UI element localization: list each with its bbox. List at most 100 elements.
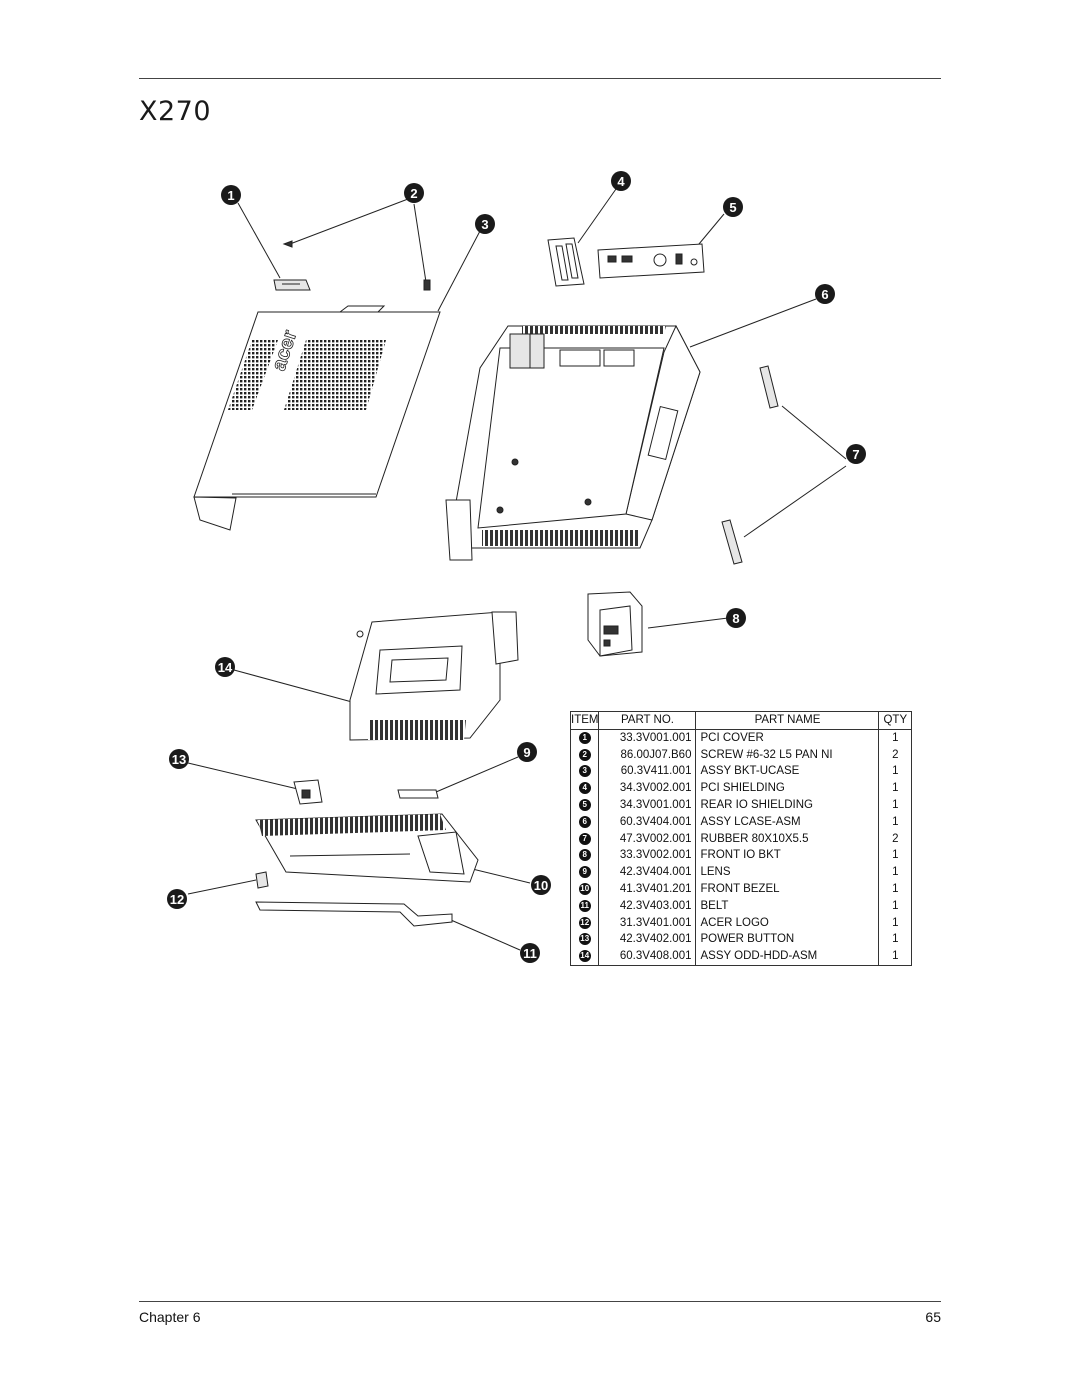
item-cell: 10 — [569, 880, 600, 898]
svg-text:11: 11 — [523, 946, 537, 961]
leader-lines — [187, 188, 847, 951]
part-name-cell: ASSY ODD-HDD-ASM — [695, 948, 880, 966]
item-number-badge: 5 — [578, 798, 591, 811]
callout-badges: 1 2 3 4 5 6 7 8 9 10 11 12 13 14 — [167, 171, 866, 963]
part-no-cell: 42.3V403.001 — [598, 897, 697, 915]
item-cell: 12 — [569, 914, 600, 932]
svg-text:6: 6 — [821, 287, 828, 302]
callout-8: 8 — [726, 608, 746, 628]
part-no-cell: 47.3V002.001 — [598, 830, 697, 848]
qty-cell: 1 — [878, 796, 913, 814]
part-no-cell: 86.00J07.B60 — [598, 746, 697, 764]
callout-9: 9 — [517, 742, 537, 762]
footer-rule — [139, 1301, 941, 1302]
acer-logo-text: acer — [268, 327, 302, 373]
svg-text:12: 12 — [170, 892, 184, 907]
qty-cell: 1 — [878, 847, 913, 865]
part-no-cell: 60.3V404.001 — [598, 813, 697, 831]
footer-page-number: 65 — [925, 1309, 941, 1325]
power-button-part — [293, 779, 323, 805]
item-number-badge: 1 — [578, 731, 591, 744]
part-no-cell: 42.3V404.001 — [598, 864, 697, 881]
item-number-badge: 4 — [578, 782, 591, 795]
qty-cell: 1 — [878, 914, 913, 932]
item-cell: 7 — [569, 830, 600, 848]
qty-cell: 1 — [878, 813, 913, 831]
qty-cell: 1 — [878, 763, 913, 781]
part-name-cell: RUBBER 80X10X5.5 — [695, 830, 880, 848]
qty-cell: 2 — [878, 830, 913, 848]
item-number-badge: 6 — [578, 815, 591, 828]
part-name-cell: FRONT IO BKT — [695, 847, 880, 865]
qty-cell: 2 — [878, 746, 913, 764]
upper-case-cover-part: acer — [193, 305, 441, 531]
lower-case-assembly-part — [445, 324, 701, 561]
front-bezel-part — [255, 813, 479, 883]
callout-5: 5 — [723, 197, 743, 217]
svg-text:9: 9 — [523, 745, 530, 760]
item-cell: 3 — [569, 763, 600, 781]
header-qty: QTY — [878, 711, 913, 730]
svg-text:10: 10 — [534, 878, 548, 893]
part-no-cell: 33.3V002.001 — [598, 847, 697, 865]
part-name-cell: PCI SHIELDING — [695, 780, 880, 797]
svg-text:5: 5 — [729, 200, 736, 215]
item-cell: 11 — [569, 897, 600, 915]
lens-part — [397, 789, 439, 799]
item-cell: 5 — [569, 796, 600, 814]
part-name-cell: ACER LOGO — [695, 914, 880, 932]
rubber-foot-part — [721, 365, 779, 565]
belt-part — [255, 901, 453, 927]
svg-text:4: 4 — [617, 174, 625, 189]
part-name-cell: PCI COVER — [695, 729, 880, 747]
part-name-cell: ASSY LCASE-ASM — [695, 813, 880, 831]
callout-10: 10 — [531, 875, 551, 895]
qty-cell: 1 — [878, 780, 913, 797]
exploded-view-diagram: acer — [167, 171, 866, 963]
part-no-cell: 34.3V002.001 — [598, 780, 697, 797]
svg-text:7: 7 — [852, 447, 859, 462]
qty-cell: 1 — [878, 729, 913, 747]
qty-cell: 1 — [878, 948, 913, 966]
item-number-badge: 9 — [578, 866, 591, 879]
svg-text:13: 13 — [172, 752, 186, 767]
item-number-badge: 8 — [578, 849, 591, 862]
part-no-cell: 41.3V401.201 — [598, 880, 697, 898]
item-cell: 9 — [569, 864, 600, 881]
part-no-cell: 60.3V411.001 — [598, 763, 697, 781]
callout-11: 11 — [520, 943, 540, 963]
item-cell: 1 — [569, 729, 600, 747]
table-header-row: ITEM PART NO. PART NAME QTY — [569, 711, 913, 730]
part-name-cell: SCREW #6-32 L5 PAN NI — [695, 746, 880, 764]
part-name-cell: LENS — [695, 864, 880, 881]
callout-4: 4 — [611, 171, 631, 191]
callout-3: 3 — [475, 214, 495, 234]
item-number-badge: 7 — [578, 832, 591, 845]
qty-cell: 1 — [878, 864, 913, 881]
svg-text:1: 1 — [227, 188, 234, 203]
acer-logo-badge-part — [255, 871, 269, 889]
front-io-bracket-part — [587, 591, 643, 657]
callout-12: 12 — [167, 889, 187, 909]
item-cell: 2 — [569, 746, 600, 764]
svg-text:3: 3 — [481, 217, 488, 232]
callout-14: 14 — [215, 657, 235, 677]
item-number-badge: 10 — [578, 882, 591, 895]
pci-shielding-part — [547, 237, 585, 287]
part-name-cell: FRONT BEZEL — [695, 880, 880, 898]
